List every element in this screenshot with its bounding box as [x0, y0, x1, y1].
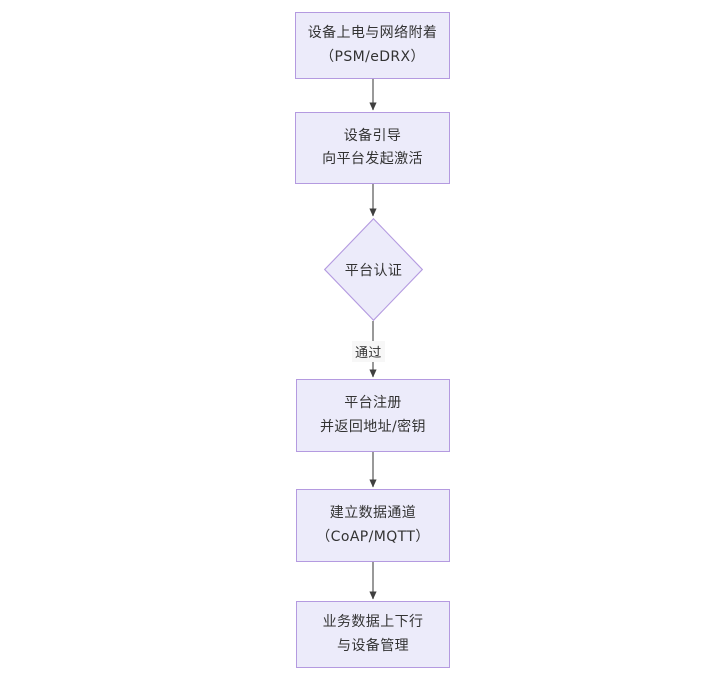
node-label-line2: （CoAP/MQTT）	[316, 528, 430, 545]
node-label-line1: 建立数据通道	[329, 505, 417, 522]
node-establish-data-channel[interactable]: 建立数据通道 （CoAP/MQTT）	[296, 489, 450, 562]
node-label-line2: 并返回地址/密钥	[320, 418, 426, 435]
node-platform-registration[interactable]: 平台注册 并返回地址/密钥	[296, 379, 450, 452]
decision-label: 平台认证	[324, 218, 423, 321]
node-label-line1: 业务数据上下行	[322, 614, 424, 631]
node-platform-authentication[interactable]: 平台认证	[324, 218, 423, 321]
diamond-shape-icon	[324, 218, 423, 321]
node-label-line1: 设备引导	[343, 127, 402, 144]
node-label-line2: 向平台发起激活	[322, 151, 423, 167]
node-label-line2: 与设备管理	[337, 637, 409, 654]
node-label-line2: （PSM/eDRX）	[320, 48, 425, 65]
edge-label-pass: 通过	[352, 341, 385, 362]
node-business-data-and-device-management[interactable]: 业务数据上下行 与设备管理	[296, 601, 450, 668]
node-label-line1: 设备上电与网络附着	[307, 25, 438, 42]
node-label-line1: 平台认证	[344, 262, 403, 279]
node-device-power-on[interactable]: 设备上电与网络附着 （PSM/eDRX）	[295, 12, 450, 79]
node-device-bootstrap[interactable]: 设备引导 向平台发起激活	[295, 112, 450, 184]
node-label-line1: 平台注册	[344, 395, 402, 412]
